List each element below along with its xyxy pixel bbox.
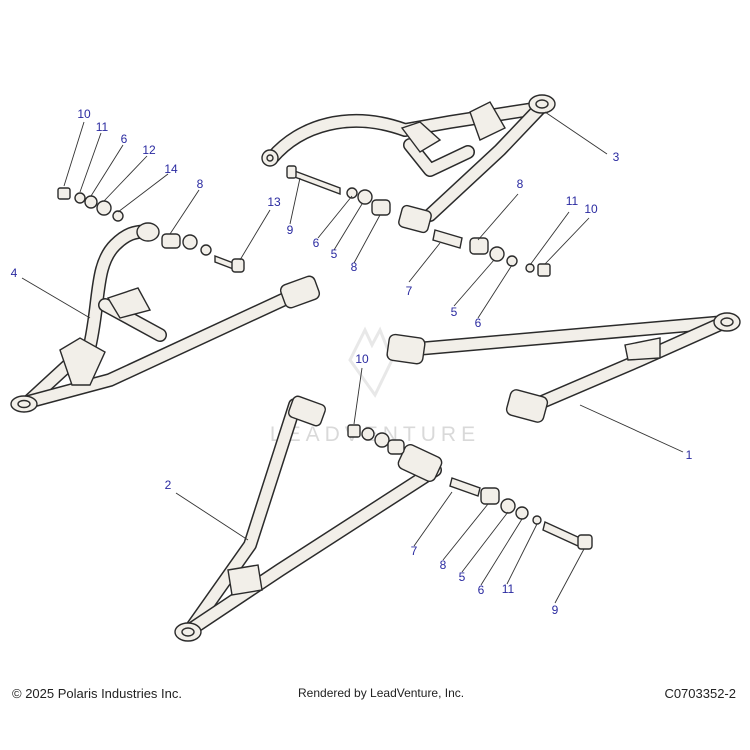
callout-10: 10 [584,202,598,216]
callout-2: 2 [165,478,172,492]
callout-6: 6 [478,583,485,597]
callout-8: 8 [440,558,447,572]
callout-8: 8 [197,177,204,191]
callout-12: 12 [142,143,156,157]
callout-11: 11 [566,194,579,208]
watermark-logo [348,326,394,398]
leader-lines [21,111,684,604]
callout-5: 5 [451,305,458,319]
callout-5: 5 [459,570,466,584]
copyright-text: © 2025 Polaris Industries Inc. [12,686,182,701]
callout-6: 6 [121,132,128,146]
callout-8: 8 [517,177,524,191]
control-arm-upper-front [10,222,321,413]
callout-3: 3 [613,150,620,164]
diagram-code: C0703352-2 [664,686,736,701]
rendered-by-text: Rendered by LeadVenture, Inc. [298,686,465,700]
callout-6: 6 [313,236,320,250]
control-arm-upper-rear [261,94,556,234]
callout-1: 1 [686,448,693,462]
callout-11: 11 [96,120,109,134]
callout-14: 14 [164,162,178,176]
callout-4: 4 [11,266,18,280]
callout-13: 13 [267,195,281,209]
callout-8: 8 [351,260,358,274]
control-arm-lower-rear [174,395,443,642]
hardware-upper-rear [286,165,551,277]
callout-7: 7 [411,544,418,558]
callout-7: 7 [406,284,413,298]
callout-11: 11 [502,582,515,596]
control-arm-lower-front [386,312,741,423]
callout-9: 9 [552,603,559,617]
callout-10: 10 [77,107,91,121]
callout-5: 5 [331,247,338,261]
callout-10: 10 [355,352,369,366]
callout-9: 9 [287,223,294,237]
callout-6: 6 [475,316,482,330]
callouts: 10 11 6 12 14 8 13 4 3 9 6 5 8 8 11 10 7… [11,107,693,617]
